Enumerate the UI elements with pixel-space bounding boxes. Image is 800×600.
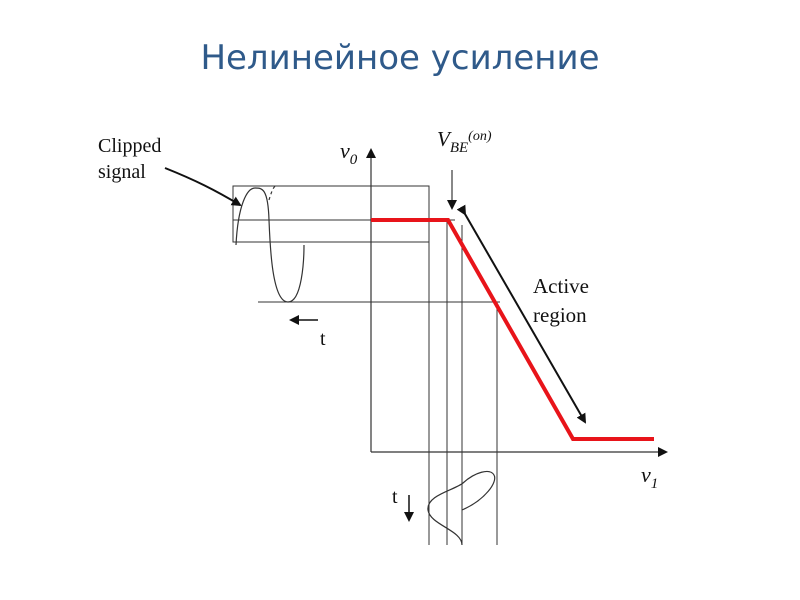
input-sine-wave: [427, 470, 496, 546]
slide-title: Нелинейное усиление: [200, 38, 600, 78]
clipped-sine-tail: [287, 244, 305, 303]
clipped-label-line2: signal: [98, 161, 146, 183]
vbe-on-label: VBE(on): [437, 127, 492, 156]
time-label-bottom: t: [392, 486, 398, 508]
clip-box: [232, 185, 430, 243]
active-region-label-line1: Active: [533, 274, 589, 298]
time-label-left: t: [320, 328, 326, 350]
clipped-portion-dashed: [268, 185, 277, 201]
v0-axis-label: v0: [340, 138, 358, 168]
active-region-arrow: [456, 204, 586, 424]
v1-axis-label: v1: [641, 462, 658, 492]
clipped-signal-pointer-arrow: [164, 167, 242, 207]
clipped-label-line1: Clipped: [98, 135, 161, 157]
active-region-label-line2: region: [533, 303, 587, 327]
clipped-sine-wave: [235, 187, 289, 303]
transfer-curve: [371, 218, 654, 441]
